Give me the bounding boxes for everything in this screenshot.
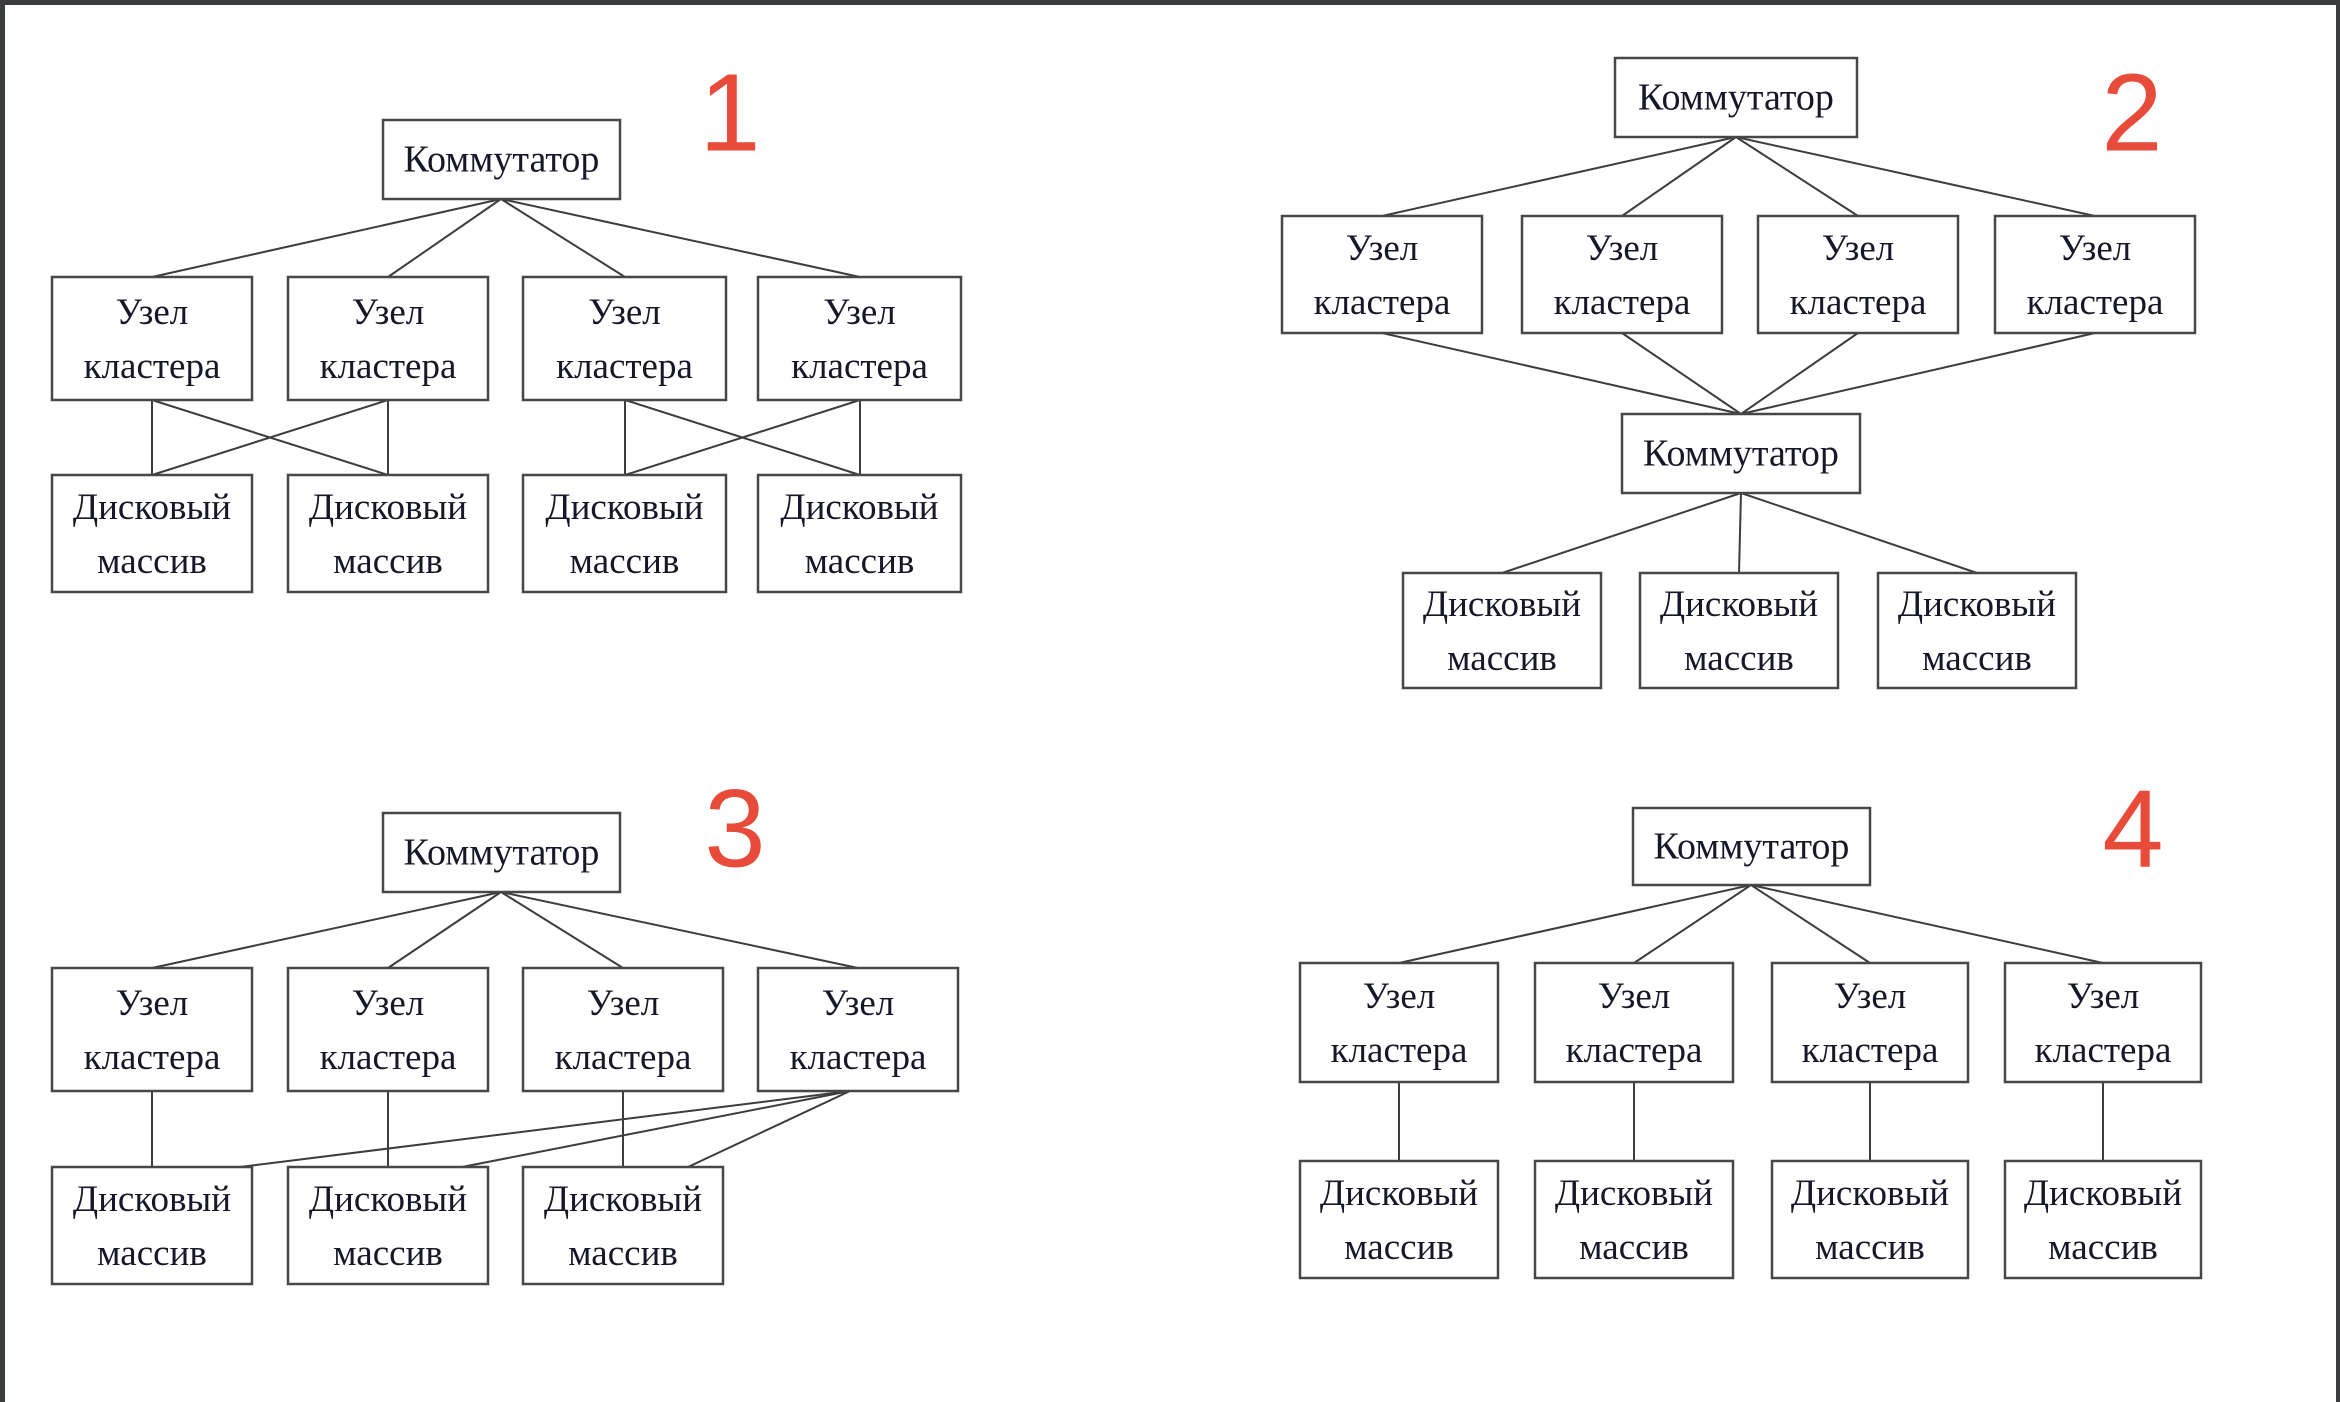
connector-line xyxy=(1621,136,1737,217)
connector-line xyxy=(1381,332,1742,415)
connector-line xyxy=(239,1090,851,1168)
cluster-node-box xyxy=(756,275,963,402)
disk-array-box xyxy=(1533,1159,1735,1280)
connector-line xyxy=(1398,884,1752,964)
disk-array-box xyxy=(2003,1159,2203,1280)
connector-line xyxy=(1633,884,1752,964)
diagram-1: КоммутаторУзелкластераУзелкластераУзелкл… xyxy=(50,52,963,594)
cluster-node-box xyxy=(1993,214,2197,335)
connector-line xyxy=(687,1090,851,1168)
connector-line xyxy=(1381,136,1737,217)
disk-array-box xyxy=(521,1165,725,1286)
diagram-3: КоммутаторУзелкластераУзелкластераУзелкл… xyxy=(50,768,960,1286)
cluster-node-box xyxy=(50,275,254,402)
connector-line xyxy=(500,891,859,969)
connector-line xyxy=(1740,332,2096,415)
connector-line xyxy=(151,891,502,969)
connector-line xyxy=(1750,884,1871,964)
disk-array-box xyxy=(50,1165,254,1286)
disk-array-box xyxy=(1401,571,1603,690)
cluster-node-box xyxy=(1280,214,1484,335)
connector-line xyxy=(500,891,624,969)
connector-line xyxy=(500,198,861,278)
switch-box xyxy=(1631,806,1872,887)
switch-box xyxy=(1613,56,1859,139)
switch-box xyxy=(381,811,622,894)
disk-array-box xyxy=(1638,571,1840,690)
cluster-node-box xyxy=(1520,214,1724,335)
frame-border-left xyxy=(0,0,5,1402)
disk-array-box xyxy=(286,473,490,594)
disk-array-box xyxy=(1298,1159,1500,1280)
cluster-node-box xyxy=(1756,214,1960,335)
switch-box xyxy=(1620,412,1862,495)
disk-array-box xyxy=(521,473,728,594)
disk-array-box xyxy=(50,473,254,594)
diagram-number: 3 xyxy=(704,768,765,891)
cluster-node-box xyxy=(1770,961,1970,1084)
connector-line xyxy=(387,198,502,278)
cluster-node-box xyxy=(286,966,490,1093)
diagram-number: 2 xyxy=(2101,52,2162,175)
switch-box xyxy=(381,118,622,201)
cluster-node-box xyxy=(50,966,254,1093)
connector-line xyxy=(1738,492,1742,574)
diagram-4: КоммутаторУзелкластераУзелкластераУзелкл… xyxy=(1298,768,2203,1280)
connector-line xyxy=(1621,332,1742,415)
connector-line xyxy=(1740,332,1859,415)
cluster-node-box xyxy=(756,966,960,1093)
connector-line xyxy=(151,198,502,278)
connector-line xyxy=(500,198,626,278)
connector-line xyxy=(1750,884,2104,964)
disk-array-box xyxy=(1876,571,2078,690)
connector-line xyxy=(1735,136,2096,217)
connector-line xyxy=(387,891,502,969)
connector-line xyxy=(151,399,389,476)
cluster-node-box xyxy=(286,275,490,402)
connector-line xyxy=(624,399,861,476)
disk-array-box xyxy=(1770,1159,1970,1280)
connector-line xyxy=(1735,136,1859,217)
diagram-number: 1 xyxy=(699,52,760,175)
cluster-node-box xyxy=(521,275,728,402)
cluster-node-box xyxy=(1298,961,1500,1084)
cluster-node-box xyxy=(2003,961,2203,1084)
frame-border-top xyxy=(0,0,2340,5)
connector-line xyxy=(461,1090,851,1168)
connector-line xyxy=(1501,492,1742,574)
cluster-node-box xyxy=(1533,961,1735,1084)
diagram-number: 4 xyxy=(2102,768,2163,891)
disk-array-box xyxy=(756,473,963,594)
diagram-2: КоммутаторУзелкластераУзелкластераУзелкл… xyxy=(1280,52,2197,690)
frame-border-right xyxy=(2336,0,2340,1402)
connector-line xyxy=(1740,492,1978,574)
cluster-node-box xyxy=(521,966,725,1093)
disk-array-box xyxy=(286,1165,490,1286)
